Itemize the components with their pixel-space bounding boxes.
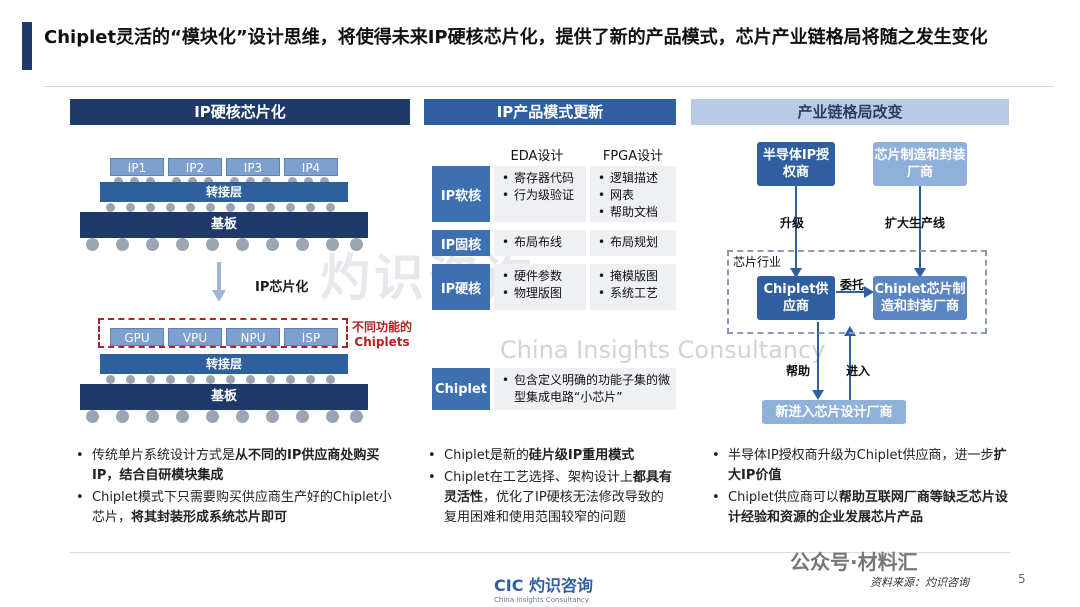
label-help: 帮助 xyxy=(786,364,811,378)
industry-frame xyxy=(727,250,987,334)
chiplet-gpu: GPU xyxy=(110,328,164,346)
cell-item: 寄存器代码 xyxy=(502,170,580,187)
bullet-item: Chiplet模式下只需要购买供应商生产好的Chiplet小芯片，将其封装形成系… xyxy=(74,488,394,528)
ip-block-1: IP1 xyxy=(110,158,164,176)
bullet-text: Chiplet是新的 xyxy=(444,448,529,463)
bullet-bold: 从不同的IP供应商处购买IP，结合自研模块集成 xyxy=(92,448,380,483)
bullet-text: 半导体IP授权商升级为Chiplet供应商，进一步 xyxy=(728,448,994,463)
bullet-text: Chiplet供应商可以 xyxy=(728,490,839,505)
bullet-bold: 都具有灵活性 xyxy=(444,470,672,505)
chiplet-isp: ISP xyxy=(284,328,338,346)
title-accent-bar xyxy=(22,22,32,70)
box-fab-packager: 芯片制造和封装厂商 xyxy=(873,142,967,186)
bullets-left: 传统单片系统设计方式是从不同的IP供应商处购买IP，结合自研模块集成 Chipl… xyxy=(74,446,394,530)
cell-item: 掩模版图 xyxy=(598,268,670,285)
down-arrow xyxy=(212,262,226,302)
row-label-hard: IP硬核 xyxy=(432,264,490,310)
row-label-firm: IP固核 xyxy=(432,230,490,256)
ball-row-top xyxy=(80,238,368,252)
bullet-item: 半导体IP授权商升级为Chiplet供应商，进一步扩大IP价值 xyxy=(710,446,1010,486)
bullets-right: 半导体IP授权商升级为Chiplet供应商，进一步扩大IP价值 Chiplet供… xyxy=(710,446,1010,530)
cic-logo: CIC 灼识咨询 China Insights Consultancy xyxy=(494,572,593,604)
cell-firm-fpga: 布局规划 xyxy=(590,230,676,256)
watermark-en: China Insights Consultancy xyxy=(500,336,826,364)
chiplets-note-line1: 不同功能的 xyxy=(352,320,413,334)
box-chiplet-supplier: Chiplet供应商 xyxy=(757,276,835,320)
interposer-layer-top: 转接层 xyxy=(100,182,348,202)
cell-item: 物理版图 xyxy=(502,285,580,302)
bullet-item: Chiplet是新的硅片级IP重用模式 xyxy=(426,446,676,466)
ip-block-2: IP2 xyxy=(168,158,222,176)
substrate-top: 基板 xyxy=(80,212,368,238)
source-note: 资料来源：灼识咨询 xyxy=(870,576,969,589)
box-chiplet-maker: Chiplet芯片制造和封装厂商 xyxy=(873,276,967,320)
cell-item: 包含定义明确的功能子集的微型集成电路“小芯片” xyxy=(502,372,670,406)
footer-divider xyxy=(70,552,1010,553)
wechat-watermark: 公众号·材料汇 xyxy=(790,550,918,574)
bullet-text: 传统单片系统设计方式是 xyxy=(92,448,236,463)
bullet-item: 传统单片系统设计方式是从不同的IP供应商处购买IP，结合自研模块集成 xyxy=(74,446,394,486)
ip-block-4: IP4 xyxy=(284,158,338,176)
page-number: 5 xyxy=(1018,572,1026,586)
chiplet-npu: NPU xyxy=(226,328,280,346)
logo-text: CIC 灼识咨询 xyxy=(494,576,594,595)
bullet-bold: 扩大IP价值 xyxy=(728,448,1007,483)
cell-item: 帮助文档 xyxy=(598,204,670,221)
col-title-eda: EDA设计 xyxy=(510,149,564,164)
bullet-text: Chiplet模式下只需要购买供应商生产好的Chiplet小芯片， xyxy=(92,490,392,525)
page-title: Chiplet灵活的“模块化”设计思维，将使得未来IP硬核芯片化，提供了新的产品… xyxy=(44,27,988,48)
chiplets-note: 不同功能的 Chiplets xyxy=(352,320,412,350)
bullets-middle: Chiplet是新的硅片级IP重用模式 Chiplet在工艺选择、架构设计上都具… xyxy=(426,446,676,530)
cell-item: 布局布线 xyxy=(502,234,580,251)
row-label-soft: IP软核 xyxy=(432,166,490,222)
header-left: IP硬核芯片化 xyxy=(70,99,410,125)
box-new-designer: 新进入芯片设计厂商 xyxy=(762,400,906,424)
bullet-bold: 将其封装形成系统芯片即可 xyxy=(131,510,288,525)
bump-row-mid-top xyxy=(100,202,348,212)
bullet-bold: 帮助互联网厂商等缺乏芯片设计经验和资源的企业发展芯片产品 xyxy=(728,490,1008,525)
label-enter: 进入 xyxy=(846,364,871,378)
col-title-fpga: FPGA设计 xyxy=(602,149,664,164)
cell-hard-eda: 硬件参数 物理版图 xyxy=(494,264,586,310)
box-ip-licensor: 半导体IP授权商 xyxy=(757,142,835,186)
header-right: 产业链格局改变 xyxy=(691,99,1009,125)
interposer-layer-bottom: 转接层 xyxy=(100,354,348,374)
cell-chiplet: 包含定义明确的功能子集的微型集成电路“小芯片” xyxy=(494,368,676,410)
label-commission: 委托 xyxy=(840,278,865,292)
title-divider xyxy=(44,86,1054,87)
cell-item: 系统工艺 xyxy=(598,285,670,302)
cell-soft-eda: 寄存器代码 行为级验证 xyxy=(494,166,586,222)
bullet-item: Chiplet供应商可以帮助互联网厂商等缺乏芯片设计经验和资源的企业发展芯片产品 xyxy=(710,488,1010,528)
row-label-chiplet: Chiplet xyxy=(432,368,490,410)
label-industry: 芯片行业 xyxy=(733,255,782,269)
cell-item: 布局规划 xyxy=(598,234,670,251)
ip-block-3: IP3 xyxy=(226,158,280,176)
cell-item: 网表 xyxy=(598,187,670,204)
logo-subtext: China Insights Consultancy xyxy=(494,596,589,604)
cell-hard-fpga: 掩模版图 系统工艺 xyxy=(590,264,676,310)
arrow-label: IP芯片化 xyxy=(255,280,309,295)
bump-row-mid-bottom xyxy=(100,374,348,384)
chiplets-dashed-frame xyxy=(98,318,348,348)
cell-item: 行为级验证 xyxy=(502,187,580,204)
cell-item: 逻辑描述 xyxy=(598,170,670,187)
bullet-text: Chiplet在工艺选择、架构设计上 xyxy=(444,470,633,485)
ball-row-bottom xyxy=(80,410,368,424)
label-expand: 扩大生产线 xyxy=(885,216,946,230)
bullet-item: Chiplet在工艺选择、架构设计上都具有灵活性，优化了IP硬核无法修改导致的复… xyxy=(426,468,676,528)
bullet-text: ，优化了IP硬核无法修改导致的复用困难和使用范围较窄的问题 xyxy=(444,490,664,525)
label-upgrade: 升级 xyxy=(780,216,805,230)
cell-firm-eda: 布局布线 xyxy=(494,230,586,256)
chiplet-vpu: VPU xyxy=(168,328,222,346)
micro-bump-row-top xyxy=(110,177,338,186)
chiplets-note-line2: Chiplets xyxy=(354,335,410,349)
header-middle: IP产品模式更新 xyxy=(424,99,676,125)
cell-item: 硬件参数 xyxy=(502,268,580,285)
substrate-bottom: 基板 xyxy=(80,384,368,410)
bullet-bold: 硅片级IP重用模式 xyxy=(528,448,635,463)
cell-soft-fpga: 逻辑描述 网表 帮助文档 xyxy=(590,166,676,222)
